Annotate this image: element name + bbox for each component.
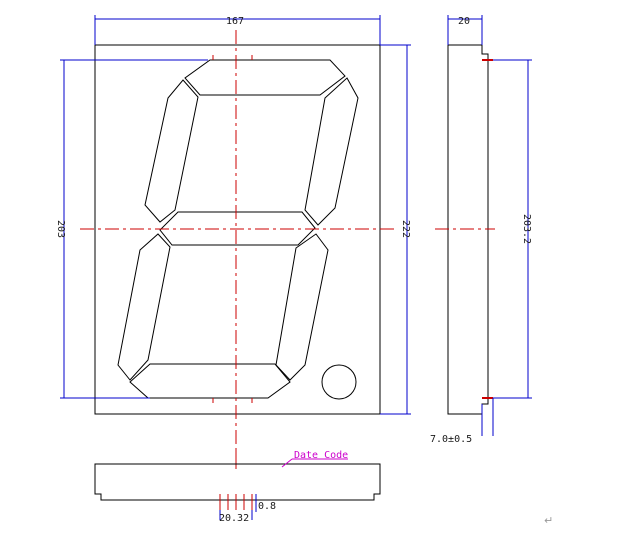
segment-d <box>129 363 291 399</box>
width-dimension: 167 <box>226 16 244 27</box>
date-code-leader <box>281 458 293 468</box>
bottom-dimension-lines <box>219 494 257 520</box>
side-height-dimension: 203.2 <box>521 214 532 244</box>
segment-f <box>144 79 199 223</box>
depth-dimension: 20 <box>458 16 470 27</box>
pin-pitch-dimension: 20.32 <box>219 513 249 524</box>
segment-tick-marks <box>212 55 253 403</box>
segment-c <box>275 233 329 381</box>
side-view: 20 203.2 7.0±0.5 <box>430 15 532 445</box>
bottom-pins <box>219 494 253 510</box>
front-dimension-lines <box>60 15 411 415</box>
decimal-point <box>321 364 357 400</box>
height-dimension-right: 222 <box>400 220 411 238</box>
front-view: 167 203 222 <box>55 15 411 470</box>
pin-width-dimension: 0.8 <box>258 501 276 512</box>
segment-b <box>304 77 359 226</box>
bottom-profile-outline <box>94 463 381 501</box>
front-centerlines <box>80 30 395 470</box>
date-code-label: Date Code <box>294 450 348 461</box>
segment-group <box>117 59 359 400</box>
segment-a <box>184 59 346 96</box>
segment-g <box>159 211 316 246</box>
bottom-view: Date Code 20.32 0.8 <box>94 448 381 524</box>
side-dimension-lines <box>447 15 532 436</box>
pin-length-dimension: 7.0±0.5 <box>430 434 472 445</box>
side-profile-outline <box>447 44 489 415</box>
segment-e <box>117 233 171 381</box>
paragraph-return-mark: ↵ <box>544 514 553 527</box>
height-dimension-left: 203 <box>55 220 66 238</box>
